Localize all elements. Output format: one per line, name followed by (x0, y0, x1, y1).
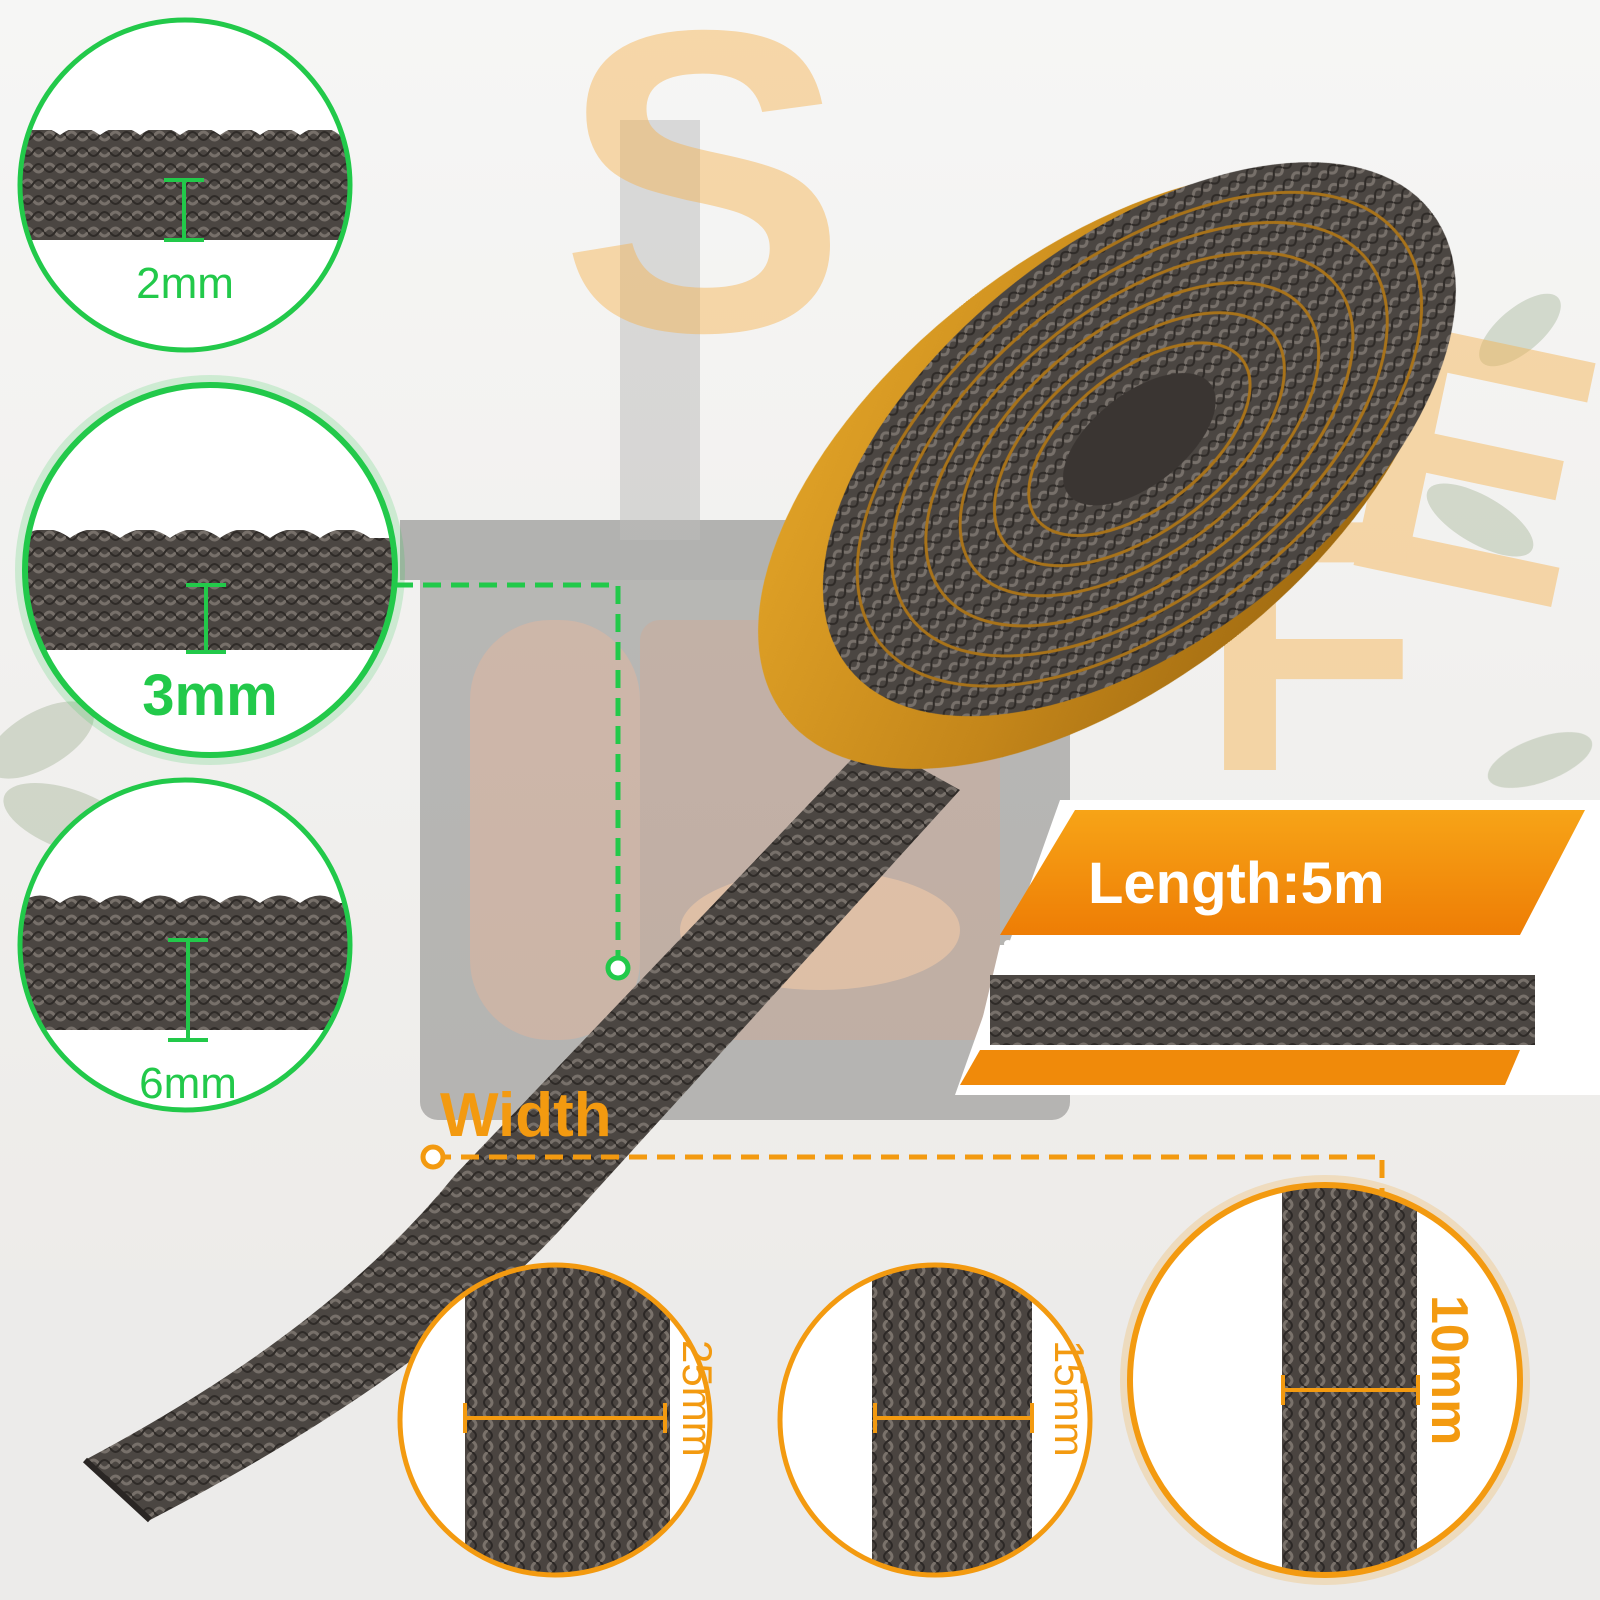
width-title: Width (440, 1081, 612, 1150)
width-label-25mm: 25mm (674, 1340, 721, 1457)
thickness-marker (186, 583, 226, 654)
thickness-label-2mm: 2mm (136, 259, 234, 308)
width-label-15mm: 15mm (1046, 1340, 1093, 1457)
braided-tape-strip (82, 740, 960, 1523)
width-label-10mm: 10mm (1420, 1295, 1478, 1446)
length-banner (955, 800, 1600, 1095)
thickness-label-3mm: 3mm (142, 663, 278, 728)
green-leader-line (395, 582, 631, 981)
width-circle-15mm (777, 1262, 1093, 1578)
orange-leader-line (420, 1144, 1385, 1200)
thickness-circle-2mm (17, 17, 353, 353)
thickness-marker (164, 178, 204, 242)
watermark-letters: SEF (560, 0, 1600, 847)
length-label: Length:5m (1088, 851, 1385, 916)
thickness-circle-6mm (17, 777, 353, 1113)
thickness-circle-3mm (15, 375, 405, 765)
watermark-letter: S (560, 0, 847, 422)
thickness-label-6mm: 6mm (139, 1059, 237, 1108)
tape-roll (758, 162, 1456, 769)
thickness-marker (168, 938, 208, 1042)
width-circle-25mm (397, 1262, 713, 1578)
width-circle-10mm (1120, 1175, 1530, 1585)
